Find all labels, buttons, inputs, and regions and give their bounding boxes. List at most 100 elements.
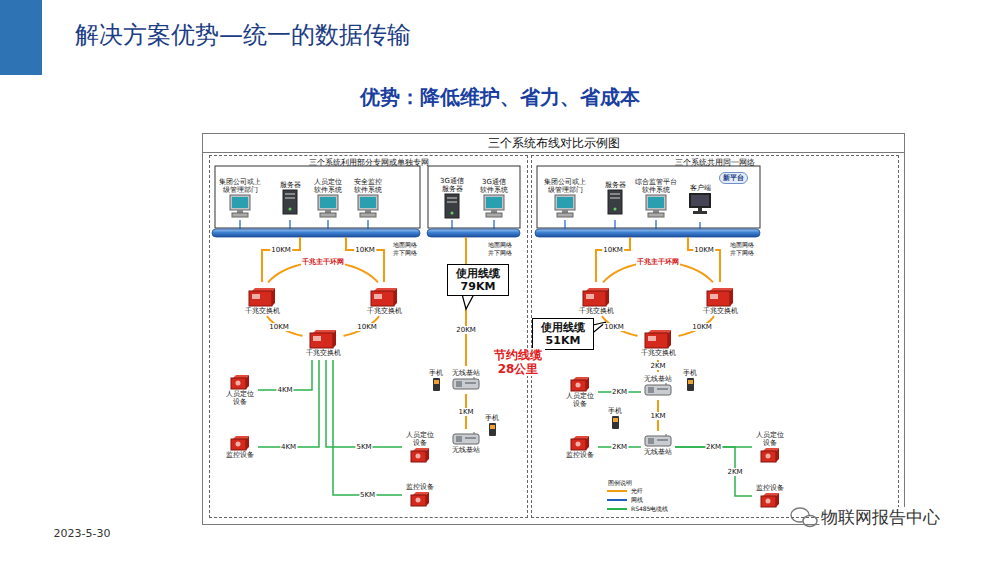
phone-icon bbox=[488, 422, 497, 437]
equipment-node: 无线基站 bbox=[451, 368, 481, 392]
base-station-icon bbox=[644, 434, 672, 448]
equipment-node: 千兆交换机 bbox=[366, 284, 403, 316]
server-group-box bbox=[215, 166, 420, 228]
node-label: 集团公司或上级管理部门 bbox=[543, 178, 587, 194]
node-label: 千兆交换机 bbox=[245, 307, 280, 315]
date: 2023-5-30 bbox=[53, 527, 112, 540]
layer-label: 井下网络 bbox=[729, 249, 755, 256]
server-icon bbox=[281, 189, 299, 215]
equipment-node: 集团公司或上级管理部门 bbox=[217, 177, 263, 219]
equipment-node: 3G通信软件系统 bbox=[478, 177, 510, 219]
distance-label: 10KM bbox=[603, 323, 625, 331]
equipment-node: 人员定位设备 bbox=[564, 375, 596, 409]
legend-row: RS485电缆线 bbox=[606, 505, 668, 513]
base-station-icon bbox=[452, 432, 480, 446]
switch-icon bbox=[582, 285, 610, 307]
equipment-node: 千兆交换机 bbox=[244, 284, 281, 316]
legend-text: 网线 bbox=[631, 496, 643, 504]
distance-label: 10KM bbox=[268, 323, 290, 331]
backbone-pipe bbox=[535, 229, 760, 237]
node-label: 服务器 bbox=[280, 181, 301, 189]
computer-icon bbox=[552, 194, 578, 218]
layer-label: 地面网络 bbox=[729, 241, 755, 248]
node-label: 无线基站 bbox=[452, 369, 480, 377]
equipment-node: 客户端 bbox=[686, 183, 714, 217]
distance-label: 1KM bbox=[457, 408, 474, 416]
legend-line-sample bbox=[606, 488, 628, 494]
legend-row: 网线 bbox=[606, 496, 643, 504]
equipment-node: 3G通信服务器 bbox=[436, 176, 468, 220]
server-drop-lines bbox=[240, 220, 700, 229]
node-label: 无线基站 bbox=[644, 375, 672, 383]
equipment-node: 手机 bbox=[484, 413, 500, 438]
equipment-node: 人员定位软件系统 bbox=[312, 177, 344, 219]
distance-label: 5KM bbox=[355, 443, 372, 451]
equipment-node: 人员定位设备 bbox=[754, 430, 786, 464]
legend-text: 光纤 bbox=[631, 487, 643, 495]
node-label: 监控设备 bbox=[565, 451, 595, 459]
node-label: 3G通信软件系统 bbox=[479, 178, 509, 194]
region-title: 三个系统利用部分专网或单独专网 bbox=[210, 158, 527, 168]
legend-line-sample bbox=[606, 497, 628, 503]
device-icon bbox=[570, 376, 590, 392]
device-icon bbox=[760, 447, 780, 463]
node-label: 千兆交换机 bbox=[579, 307, 614, 315]
server-icon bbox=[606, 189, 624, 215]
legend-row: 光纤 bbox=[606, 487, 643, 495]
region-title: 三个系统共用同一网络 bbox=[532, 158, 898, 168]
node-label: 无线基站 bbox=[452, 446, 480, 454]
equipment-node: 手机 bbox=[682, 368, 698, 393]
layer-label: 地面网络 bbox=[487, 241, 513, 248]
node-label: 安全监控软件系统 bbox=[353, 178, 383, 194]
equipment-node: 无线基站 bbox=[451, 431, 481, 455]
equipment-node: 千兆交换机 bbox=[305, 326, 342, 358]
distance-label: 10KM bbox=[691, 323, 713, 331]
equipment-node: 无线基站 bbox=[643, 433, 673, 457]
node-label: 人员定位设备 bbox=[755, 431, 785, 447]
equipment-node: 监控设备 bbox=[404, 482, 436, 508]
device-icon bbox=[410, 447, 430, 463]
node-label: 千兆交换机 bbox=[641, 349, 676, 357]
device-icon bbox=[570, 435, 590, 451]
equipment-node: 千兆交换机 bbox=[640, 326, 677, 358]
node-label: 千兆交换机 bbox=[367, 307, 402, 315]
node-label: 千兆交换机 bbox=[306, 349, 341, 357]
subtitle: 优势：降低维护、省力、省成本 bbox=[359, 86, 641, 109]
equipment-node: 千兆交换机 bbox=[702, 284, 739, 316]
distance-label: 2KM bbox=[611, 443, 628, 451]
legend-line-sample bbox=[606, 506, 628, 512]
device-icon bbox=[230, 374, 250, 390]
computer-icon bbox=[643, 194, 669, 218]
watermark: 物联网报告中心 bbox=[820, 507, 941, 527]
equipment-node: 手机 bbox=[607, 406, 623, 431]
computer-icon bbox=[315, 194, 341, 218]
callout-box: 使用线缆 51KM bbox=[532, 318, 594, 350]
computer-icon bbox=[355, 194, 381, 218]
legend-heading: 图例说明 bbox=[607, 479, 633, 486]
equipment-node: 无线基站 bbox=[643, 374, 673, 398]
computer-icon bbox=[481, 194, 507, 218]
node-label: 3G通信服务器 bbox=[437, 177, 467, 193]
layer-label: 井下网络 bbox=[487, 249, 513, 256]
node-label: 人员定位设备 bbox=[405, 431, 435, 447]
ring-label: 千兆主干环网 bbox=[636, 258, 680, 266]
distance-label: 10KM bbox=[356, 323, 378, 331]
distance-label: 10KM bbox=[270, 246, 292, 254]
cable-connector bbox=[333, 360, 402, 495]
phone-icon bbox=[686, 377, 695, 392]
equipment-node: 安全监控软件系统 bbox=[352, 177, 384, 219]
slide-title: 解决方案优势—统一的数据传输 bbox=[75, 20, 411, 50]
equipment-node: 服务器 bbox=[279, 180, 302, 216]
server-group-box bbox=[537, 166, 760, 228]
server-group-box bbox=[428, 166, 520, 228]
switch-icon bbox=[370, 285, 398, 307]
distance-label: 4KM bbox=[276, 386, 293, 394]
device-icon bbox=[230, 435, 250, 451]
ring-label: 千兆主干环网 bbox=[301, 258, 345, 266]
switch-icon bbox=[706, 285, 734, 307]
node-label: 人员定位设备 bbox=[225, 390, 255, 406]
layer-label: 井下网络 bbox=[392, 249, 418, 256]
distance-label: 5KM bbox=[359, 491, 376, 499]
